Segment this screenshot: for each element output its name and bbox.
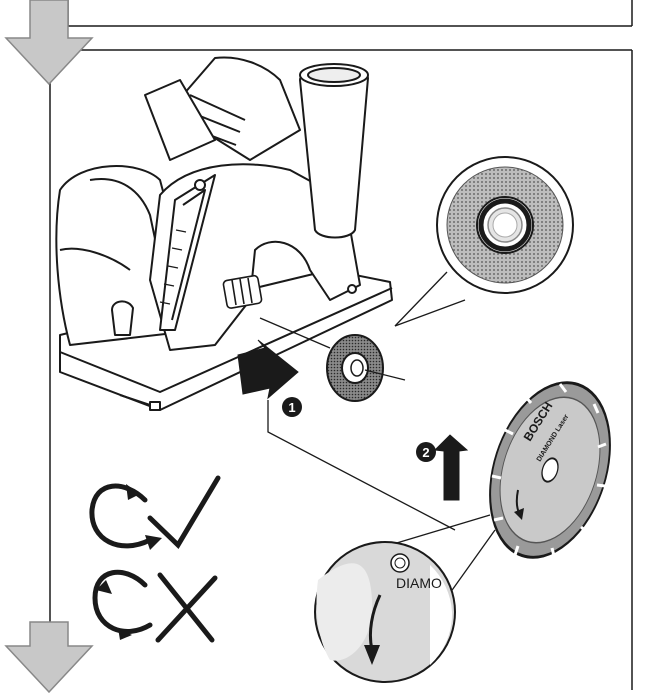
up-arrow-icon: [433, 434, 469, 501]
circular-saw: [55, 56, 393, 411]
down-arrow-icon: [4, 621, 94, 693]
correct-mounting-symbol: [89, 475, 221, 550]
previous-step-frame: [67, 0, 633, 27]
callout-label: DIAMO: [396, 575, 442, 591]
clamping-flange: [259, 317, 406, 402]
step-2-badge: 2: [416, 442, 436, 462]
cross-icon: [155, 572, 218, 643]
checkmark-icon: [147, 475, 221, 549]
down-arrow-icon: [4, 0, 94, 86]
flange-detail-callout: [394, 156, 574, 327]
step-frame: [49, 49, 633, 690]
push-arrow-icon: [237, 339, 456, 531]
step-2-number: 2: [422, 445, 429, 460]
rotation-direction-callout: DIAMO: [314, 514, 496, 683]
incorrect-mounting-symbol: [92, 569, 218, 643]
diamond-blade: BOSCH DIAMOND Laser: [489, 381, 611, 559]
step-1-badge: 1: [282, 397, 302, 417]
step-1-number: 1: [288, 400, 295, 415]
